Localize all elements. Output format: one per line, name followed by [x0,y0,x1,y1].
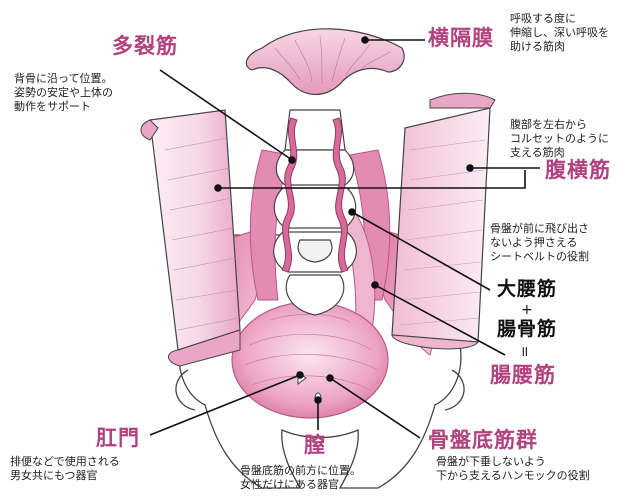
pelvic-floor-label: 骨盤底筋群 [428,428,538,452]
diaphragm-label: 横隔膜 [428,26,494,50]
psoas-description: 骨盤が前に飛び出さ ないよう押さえる シートベルトの役割 [490,222,589,263]
diaphragm-description: 呼吸する度に 伸縮し、深い呼吸を 助ける筋肉 [510,12,609,53]
anus-label: 肛門 [96,426,140,450]
diaphragm-muscle [245,28,405,96]
transversus-label: 腹横筋 [545,158,611,182]
plus-sign: + [521,302,533,318]
vagina-description: 骨盤底筋の前方に位置。 女性だけにある器官 [240,464,361,491]
spine [273,109,357,316]
anus-description: 排便などで使用される 男女共にもつ器官 [10,455,120,482]
equals-sign: ॥ [520,344,529,360]
multifidus-description: 背骨に沿って位置。 姿勢の安定や上体の 動作をサポート [14,72,113,113]
iliacus-label: 腸骨筋 [497,318,558,340]
transversus-right-band [391,92,496,350]
transversus-description: 腹部を左右から コルセットのように 支える筋肉 [510,118,609,159]
psoas-major-label: 大腰筋 [497,278,558,300]
multifidus-label: 多裂筋 [112,34,178,58]
pelvic-floor-description: 骨盤が下垂しないよう 下から支えるハンモックの役割 [436,455,590,482]
leader-lines [149,36,540,439]
transversus-left-band [140,109,241,367]
iliopsoas-label: 腸腰筋 [490,363,556,387]
vagina-label: 膣 [304,433,326,457]
